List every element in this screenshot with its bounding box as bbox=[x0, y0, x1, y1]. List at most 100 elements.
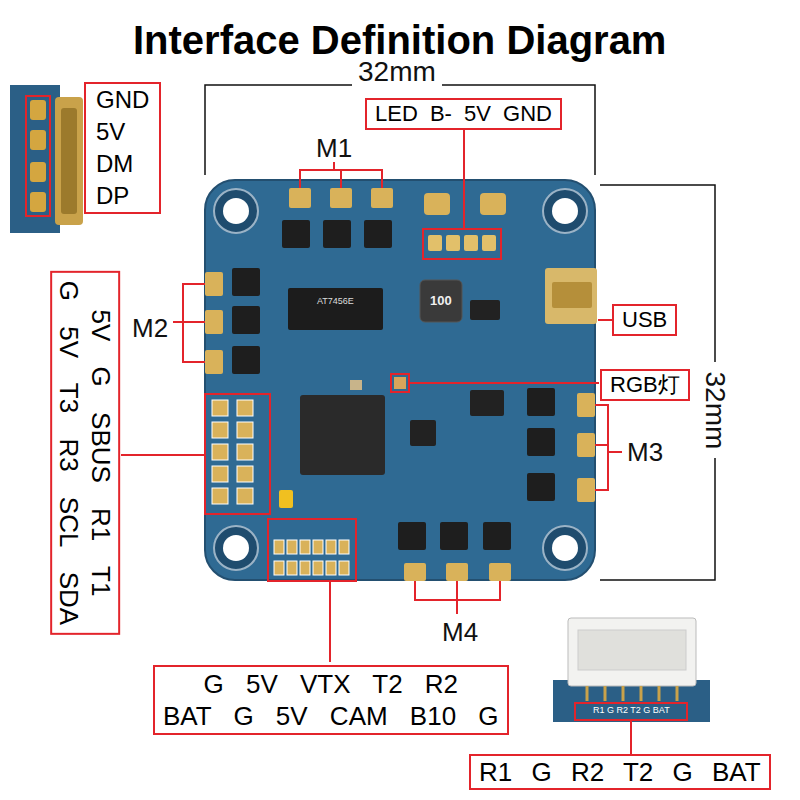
motor-label: M4 bbox=[442, 618, 478, 647]
dimension-label: 32mm bbox=[700, 372, 731, 450]
jst-connector-slot bbox=[578, 630, 686, 670]
pad bbox=[212, 444, 228, 460]
pad bbox=[274, 540, 284, 554]
motor-pad bbox=[289, 188, 311, 208]
pad bbox=[287, 540, 297, 554]
leader-line bbox=[463, 129, 465, 229]
pin-label: R1 G R2 T2 G BAT bbox=[479, 757, 761, 787]
usb-connector-slot bbox=[61, 108, 77, 214]
pad bbox=[212, 466, 228, 482]
callout-box: G 5V VTX T2 R2BAT G 5V CAM B10 G bbox=[153, 665, 509, 735]
highlight-frame bbox=[423, 229, 501, 259]
pin bbox=[622, 686, 625, 701]
inset-board bbox=[10, 85, 60, 233]
dimension-line bbox=[205, 85, 352, 175]
dimension-line bbox=[600, 185, 715, 362]
bracket bbox=[595, 405, 608, 490]
pad bbox=[212, 488, 228, 504]
pad bbox=[30, 100, 46, 120]
silkscreen-label: R1 G R2 T2 G BAT bbox=[593, 706, 670, 716]
motor-label: M2 bbox=[132, 314, 168, 343]
mount-hole bbox=[552, 535, 578, 561]
mount-hole bbox=[552, 198, 578, 224]
mount-hole bbox=[214, 526, 258, 570]
mount-hole bbox=[223, 535, 249, 561]
pin-label: RGB灯 bbox=[610, 372, 680, 398]
led-pad bbox=[464, 235, 478, 251]
pad bbox=[313, 561, 323, 575]
highlight-frame bbox=[391, 374, 409, 392]
pad bbox=[212, 400, 228, 416]
bracket bbox=[333, 162, 335, 170]
motor-label: M3 bbox=[627, 438, 663, 467]
small-chip bbox=[470, 390, 504, 416]
highlight-frame bbox=[205, 394, 270, 514]
callout-box: RGB灯 bbox=[600, 369, 690, 401]
pin bbox=[640, 686, 643, 701]
motor-pad bbox=[446, 563, 468, 581]
leader-line bbox=[409, 382, 599, 384]
pad bbox=[300, 540, 310, 554]
highlight-frame bbox=[575, 703, 687, 720]
pin-label: 5V G SBUS R1 T1 bbox=[85, 281, 117, 625]
mount-hole bbox=[223, 198, 249, 224]
bracket bbox=[173, 321, 205, 323]
pad bbox=[30, 192, 46, 212]
motor-pad bbox=[205, 350, 223, 374]
mosfet bbox=[232, 268, 260, 296]
highlight-frame bbox=[268, 519, 356, 581]
led-pad bbox=[428, 235, 442, 251]
pad bbox=[339, 561, 349, 575]
pin-label: LED B- 5V GND bbox=[375, 101, 552, 127]
callout-box: 5V G SBUS R1 T1G 5V T3 R3 SCL SDA bbox=[50, 271, 120, 635]
pin-label: G 5V T3 R3 SCL SDA bbox=[53, 281, 85, 625]
leader-line bbox=[329, 581, 331, 662]
pad bbox=[212, 422, 228, 438]
mount-hole bbox=[543, 526, 587, 570]
usb-connector bbox=[545, 268, 597, 324]
leader-line bbox=[630, 720, 632, 756]
motor-pad bbox=[404, 563, 426, 581]
callout-box: R1 G R2 T2 G BAT bbox=[469, 754, 771, 790]
pin bbox=[658, 686, 661, 701]
motor-pad bbox=[577, 478, 595, 502]
title: Interface Definition Diagram bbox=[133, 18, 666, 62]
boot-button bbox=[279, 490, 293, 508]
pad bbox=[287, 561, 297, 575]
pad bbox=[237, 488, 253, 504]
dimension-line bbox=[600, 458, 715, 580]
pad bbox=[237, 466, 253, 482]
leader-lines bbox=[121, 129, 631, 756]
small-chip bbox=[470, 300, 500, 320]
motor-pad bbox=[577, 393, 595, 417]
led-pad bbox=[446, 235, 460, 251]
mosfet bbox=[232, 306, 260, 334]
mosfet bbox=[527, 428, 555, 456]
usb-connector bbox=[55, 97, 83, 225]
small-part bbox=[350, 380, 362, 390]
pin-label: DP bbox=[96, 180, 149, 212]
pin bbox=[676, 686, 679, 701]
mosfet bbox=[527, 473, 555, 501]
pad bbox=[237, 444, 253, 460]
led-pad bbox=[482, 235, 496, 251]
mcu-chip bbox=[300, 395, 385, 475]
pad bbox=[30, 130, 46, 150]
usb-connector-slot bbox=[552, 282, 592, 308]
motor-label: M1 bbox=[316, 134, 352, 163]
mosfet bbox=[527, 388, 555, 416]
pad bbox=[300, 561, 310, 575]
mount-hole bbox=[543, 189, 587, 233]
battery-pad bbox=[424, 193, 450, 215]
pin bbox=[586, 686, 589, 701]
pad bbox=[326, 540, 336, 554]
pad-grid bbox=[274, 540, 349, 575]
pin bbox=[604, 686, 607, 701]
bracket bbox=[300, 170, 382, 188]
pad bbox=[339, 540, 349, 554]
component-marking: 100 bbox=[430, 294, 452, 308]
mosfet bbox=[398, 522, 426, 550]
motor-pad bbox=[577, 433, 595, 457]
leader-line bbox=[598, 319, 613, 321]
